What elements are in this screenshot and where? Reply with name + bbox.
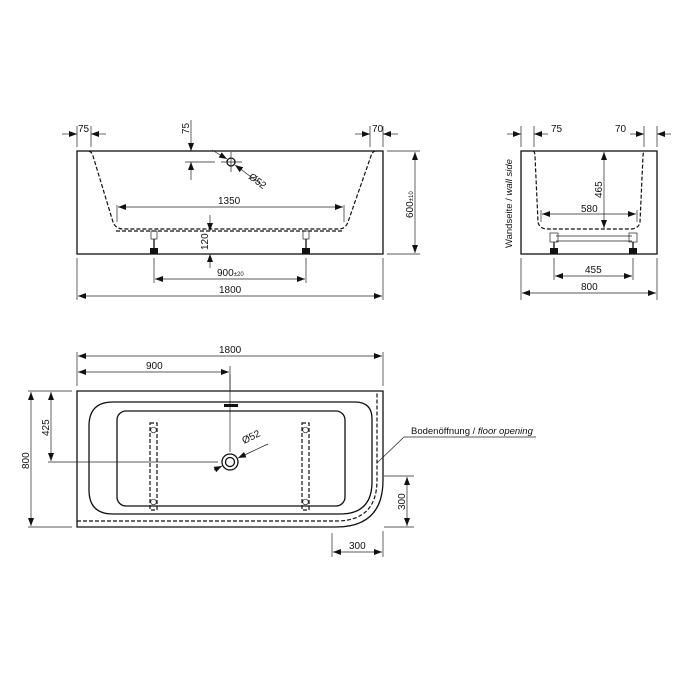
front-rim-right-dim: 70 bbox=[372, 124, 384, 135]
side-outline bbox=[520, 150, 658, 255]
top-total-width-dim: 800 bbox=[21, 452, 32, 469]
top-corner-radius-y-dim: 300 bbox=[397, 493, 408, 510]
front-foot-height-dim: 120 bbox=[200, 233, 211, 250]
side-rim-right-dim: 70 bbox=[615, 124, 627, 135]
front-basin-outline bbox=[88, 150, 376, 230]
side-total-width-dim: 800 bbox=[581, 282, 598, 293]
front-view: Ø52 75 70 75 1350 120 900±20 bbox=[62, 120, 420, 300]
side-basin-outline bbox=[532, 150, 646, 230]
side-feet-spacing-dim: 455 bbox=[585, 265, 602, 276]
side-foot-left bbox=[549, 232, 559, 254]
side-view: Wandseite / wall side 75 70 465 580 455 bbox=[504, 124, 671, 300]
front-foot-left bbox=[150, 230, 158, 254]
front-feet-spacing-dim: 900±20 bbox=[217, 268, 244, 279]
top-view: Ø52 1800 900 800 425 300 300 bbox=[21, 345, 536, 557]
top-basin-floor bbox=[116, 410, 346, 507]
side-interior-width-dim: 580 bbox=[581, 204, 598, 215]
top-basin-rim bbox=[88, 401, 373, 515]
top-corner-radius-x-dim: 300 bbox=[349, 541, 366, 552]
side-foot-right bbox=[628, 232, 638, 254]
front-total-height-dim: 600±10 bbox=[405, 191, 416, 218]
drain-icon bbox=[221, 453, 239, 471]
top-foot-rail-right bbox=[301, 422, 310, 511]
front-rim-left-dim: 75 bbox=[78, 124, 90, 135]
front-total-length-dim: 1800 bbox=[219, 285, 242, 296]
top-drain-x-dim: 900 bbox=[146, 361, 163, 372]
side-rim-left-dim: 75 bbox=[551, 124, 563, 135]
front-foot-right bbox=[302, 230, 310, 254]
floor-opening-label: Bodenöffnung / floor opening bbox=[411, 426, 534, 437]
floor-opening-leader bbox=[376, 436, 536, 464]
front-outline bbox=[76, 150, 384, 255]
top-foot-rail-left bbox=[149, 422, 158, 511]
front-overflow-diameter: Ø52 bbox=[246, 172, 268, 192]
wall-side-label: Wandseite / wall side bbox=[504, 159, 515, 248]
floor-opening-outline bbox=[77, 391, 378, 522]
top-drain-diameter: Ø52 bbox=[240, 428, 262, 446]
top-total-length-dim: 1800 bbox=[219, 345, 242, 356]
front-interior-length-dim: 1350 bbox=[218, 196, 241, 207]
top-overflow-mark bbox=[224, 404, 238, 407]
front-overflow-height-dim: 75 bbox=[181, 122, 192, 134]
top-drain-y-dim: 425 bbox=[41, 419, 52, 436]
side-depth-dim: 465 bbox=[594, 181, 605, 198]
top-outline bbox=[76, 390, 384, 528]
